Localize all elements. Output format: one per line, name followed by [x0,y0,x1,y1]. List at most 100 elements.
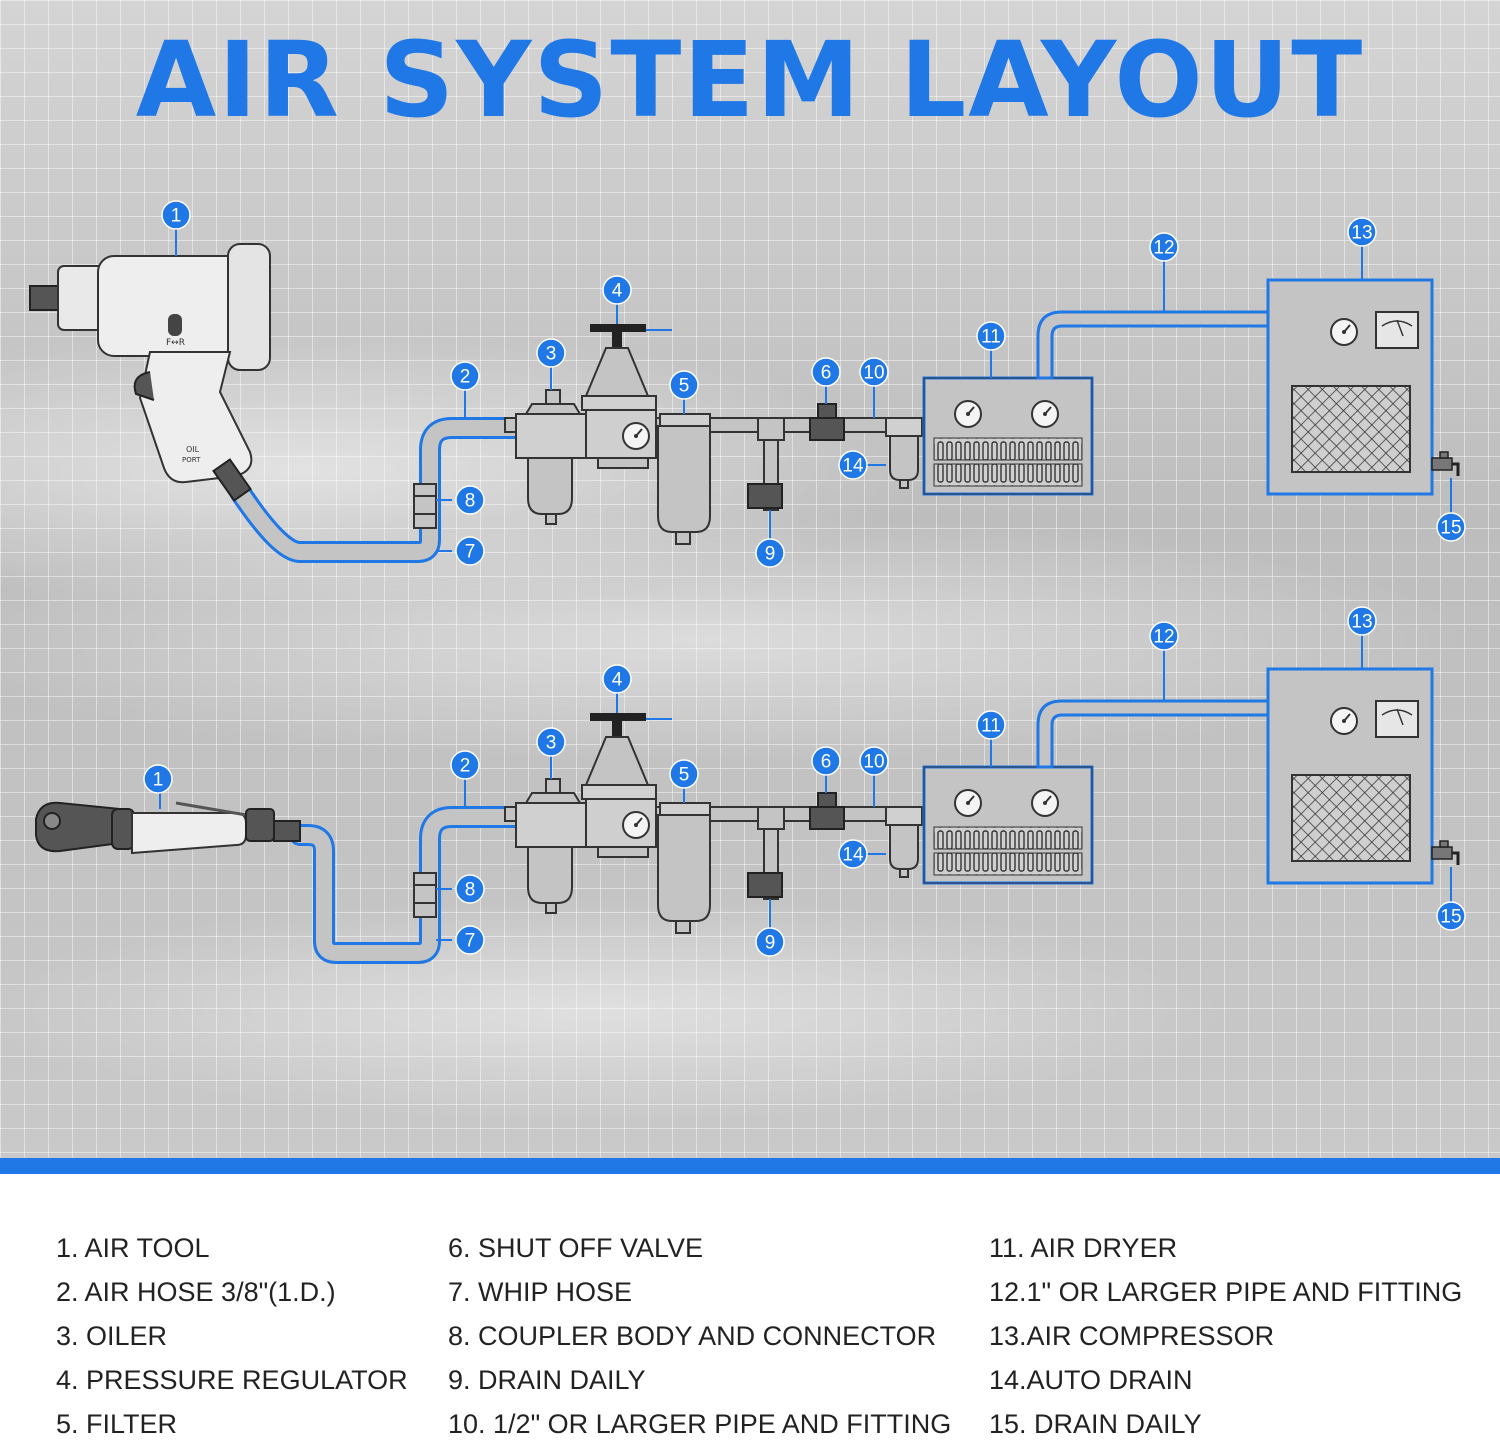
callout-badge [450,750,480,780]
legend-column-1: 1. AIR TOOL 2. AIR HOSE 3/8"(1.D.) 3. OI… [56,1226,408,1446]
callout-number: 4 [612,670,623,691]
callout-badge [536,727,566,757]
diagram-background: AIR SYSTEM LAYOUT [0,0,1500,1160]
top-callout-15: 15 [1436,512,1466,542]
callout-number: 15 [1440,907,1461,928]
callout-number: 12 [1153,238,1174,259]
legend-item: 5. FILTER [56,1409,178,1439]
top-callout-14: 14 [838,450,868,480]
callout-number: 2 [460,756,471,777]
legend-item: 6. SHUT OFF VALVE [448,1233,704,1263]
callout-number: 3 [546,733,557,754]
callout-number: 14 [842,456,864,477]
top-callout-11: 11 [976,321,1006,351]
bottom-callout-9: 9 [755,927,785,957]
bottom-callout-13: 13 [1347,606,1377,636]
legend-item: 11. AIR DRYER [989,1233,1178,1263]
callout-number: 3 [546,344,557,365]
callout-badge [1347,606,1377,636]
callout-number: 9 [765,933,776,954]
bottom-air-ratchet [35,801,301,855]
legend-item: 10. 1/2" OR LARGER PIPE AND FITTING [448,1409,952,1439]
callout-badge [1436,512,1466,542]
legend-item: 3. OILER [56,1321,168,1351]
top-callout-10: 10 [859,357,889,387]
legend-item: 7. WHIP HOSE [448,1277,633,1307]
bottom-callout-10: 10 [859,746,889,776]
callout-badge [1149,621,1179,651]
legend: 1. AIR TOOL 2. AIR HOSE 3/8"(1.D.) 3. OI… [0,1226,1500,1439]
bottom-callout-5: 5 [669,759,699,789]
top-callout-6: 6 [811,357,841,387]
callout-number: 11 [981,327,1001,348]
callout-number: 10 [863,363,884,384]
top-impact-wrench: F↔R OIL PORT [29,243,271,502]
callout-badge [755,538,785,568]
callout-badge [455,874,485,904]
callout-number: 5 [679,765,690,786]
callout-badge [838,839,868,869]
callout-badge [455,536,485,566]
callout-badge [838,450,868,480]
tool-port-label: PORT [182,456,201,464]
bottom-callout-8: 8 [455,874,485,904]
callout-number: 9 [765,544,776,565]
callout-badge [811,746,841,776]
callout-number: 14 [842,845,864,866]
section-divider-band [0,1158,1500,1174]
legend-item: 15. DRAIN DAILY [989,1409,1202,1439]
legend-item: 2. AIR HOSE 3/8"(1.D.) [56,1277,336,1307]
bottom-coupler [413,872,437,918]
callout-number: 2 [460,367,471,388]
callout-badge [455,485,485,515]
top-callout-5: 5 [669,370,699,400]
callout-badge [669,370,699,400]
callout-number: 8 [465,880,476,901]
legend-item: 9. DRAIN DAILY [448,1365,646,1395]
callout-badge [455,925,485,955]
page-title: AIR SYSTEM LAYOUT [135,19,1365,141]
top-callout-1: 1 [161,200,191,230]
bottom-callout-1: 1 [143,764,173,794]
legend-item: 8. COUPLER BODY AND CONNECTOR [448,1321,937,1351]
callout-badge [1436,901,1466,931]
top-callout-9: 9 [755,538,785,568]
legend-item: 4. PRESSURE REGULATOR [56,1365,408,1395]
callout-badge [602,275,632,305]
bottom-callout-7: 7 [455,925,485,955]
callout-number: 8 [465,491,476,512]
callout-number: 10 [863,752,884,773]
top-callout-2: 2 [450,361,480,391]
callout-badge [1347,217,1377,247]
callout-number: 4 [612,281,623,302]
callout-badge [755,927,785,957]
callout-number: 1 [171,206,182,227]
callout-badge [1149,232,1179,262]
callout-number: 1 [153,770,164,791]
callout-number: 7 [465,931,476,952]
callout-number: 15 [1440,518,1461,539]
bottom-callout-2: 2 [450,750,480,780]
tool-oil-label: OIL [186,445,200,454]
top-callout-8: 8 [455,485,485,515]
legend-item: 14.AUTO DRAIN [989,1365,1193,1395]
callout-badge [143,764,173,794]
callout-number: 6 [821,752,832,773]
bottom-callout-12: 12 [1149,621,1179,651]
callout-badge [536,338,566,368]
legend-column-3: 11. AIR DRYER 12.1" OR LARGER PIPE AND F… [989,1226,1462,1446]
top-callout-12: 12 [1149,232,1179,262]
callout-number: 13 [1351,223,1372,244]
callout-badge [976,710,1006,740]
bottom-callout-14: 14 [838,839,868,869]
callout-badge [602,664,632,694]
callout-number: 5 [679,376,690,397]
bottom-callout-15: 15 [1436,901,1466,931]
legend-column-2: 6. SHUT OFF VALVE 7. WHIP HOSE 8. COUPLE… [448,1226,951,1446]
callout-badge [976,321,1006,351]
